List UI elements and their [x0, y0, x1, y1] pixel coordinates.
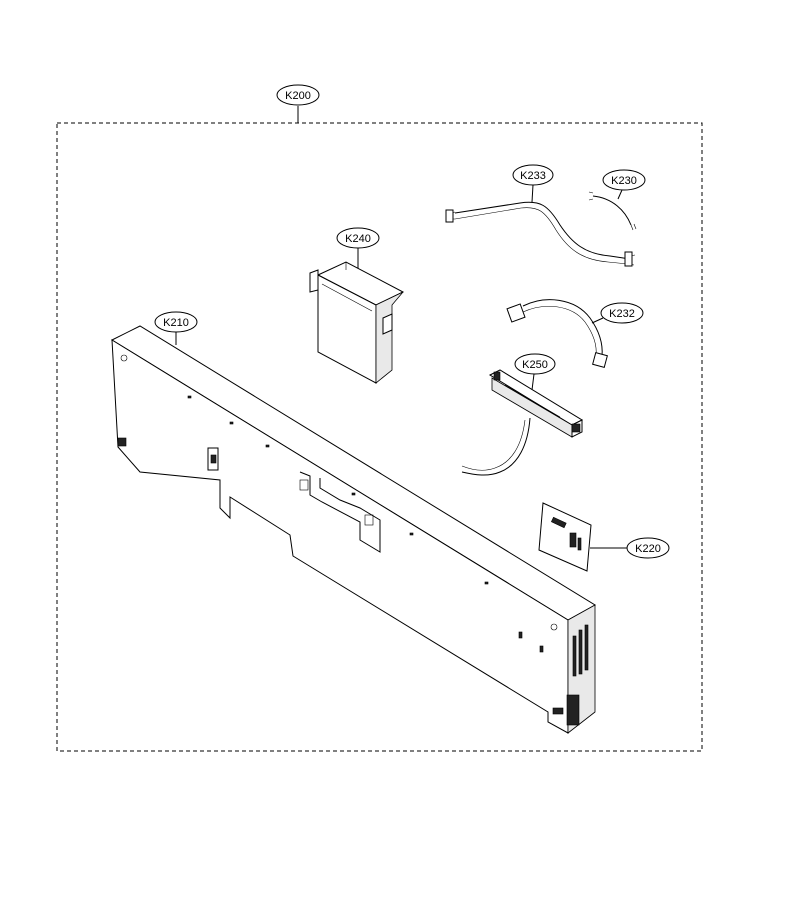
callout-k250-label: K250	[522, 359, 548, 371]
callout-k200-label: K200	[285, 90, 311, 102]
callout-k210: K210	[154, 311, 198, 345]
callout-k232: K232	[591, 302, 644, 324]
callout-k232-label: K232	[609, 308, 635, 320]
part-k250-switch	[461, 369, 584, 476]
callout-k230-label: K230	[611, 175, 637, 187]
callout-k240-label: K240	[345, 233, 371, 245]
callout-k230: K230	[602, 169, 646, 200]
part-k232-harness	[506, 299, 608, 368]
part-k210-panel	[110, 325, 596, 734]
callout-k200: K200	[276, 84, 320, 123]
assembly-boundary	[56, 122, 703, 752]
callout-k220: K220	[590, 537, 670, 559]
part-k233-harness	[445, 201, 636, 267]
callout-k233-label: K233	[520, 170, 546, 182]
callout-k240: K240	[336, 227, 380, 268]
callout-k250: K250	[514, 353, 556, 391]
part-k240-module	[309, 261, 405, 384]
callout-k210-label: K210	[163, 317, 189, 329]
part-k230-wire	[588, 191, 637, 231]
callout-k233: K233	[512, 164, 554, 203]
part-k220-label	[538, 502, 592, 572]
callout-k220-label: K220	[635, 543, 661, 555]
